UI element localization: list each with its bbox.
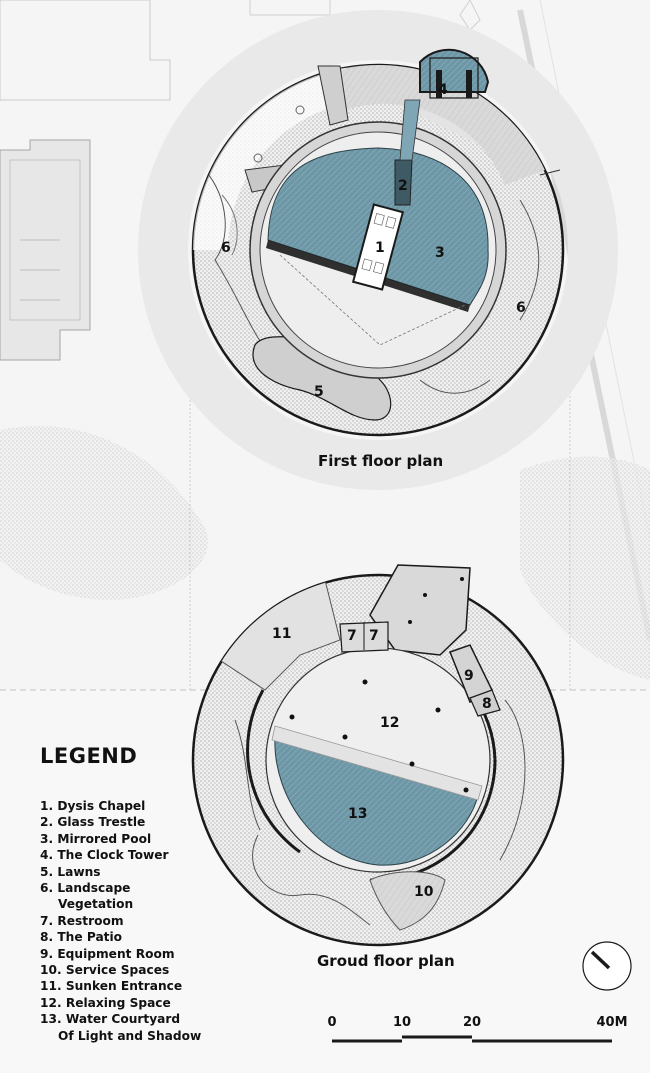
north-arrow-icon <box>582 941 632 991</box>
water-courtyard <box>274 735 479 866</box>
legend-title: LEGEND <box>40 744 138 768</box>
scale-bar <box>332 1035 612 1043</box>
legend-item: 5. Lawns <box>40 864 101 879</box>
first-floor-labels: 1 2 3 4 5 6 6 <box>221 82 526 400</box>
legend-item: 11. Sunken Entrance <box>40 979 183 994</box>
gf-label-restroom-b: 7 <box>369 628 379 644</box>
legend-item-continuation: Of Light and Shadow <box>58 1028 202 1043</box>
ff-label-clock-tower: 4 <box>438 82 448 98</box>
legend-item: 2. Glass Trestle <box>40 815 146 830</box>
legend-item: 6. Landscape <box>40 881 131 896</box>
ff-label-lawns: 5 <box>314 384 324 400</box>
scale-tick-20: 20 <box>462 1015 482 1030</box>
ground-floor-plan <box>191 564 565 947</box>
scale-tick-0: 0 <box>327 1015 337 1030</box>
gf-label-patio: 8 <box>482 696 492 712</box>
legend-item: 13. Water Courtyard <box>40 1012 181 1027</box>
legend-item: 12. Relaxing Space <box>40 995 171 1010</box>
ff-label-trestle: 2 <box>398 178 408 194</box>
ff-label-pool: 3 <box>435 245 445 261</box>
gf-label-service-spaces: 10 <box>414 884 434 900</box>
ground-floor-labels: 7 7 8 9 10 11 12 13 <box>272 626 492 900</box>
first-floor-caption: First floor plan <box>318 452 444 470</box>
legend-item: 1. Dysis Chapel <box>40 799 146 813</box>
first-floor-plan <box>191 48 565 437</box>
gf-label-restroom-a: 7 <box>347 628 357 644</box>
patio <box>469 689 501 717</box>
legend-item: 7. Restroom <box>40 913 124 928</box>
legend-item: 9. Equipment Room <box>40 946 175 961</box>
legend-item: 4. The Clock Tower <box>40 848 169 863</box>
gf-label-relaxing-space: 12 <box>380 715 399 731</box>
scale-tick-40m: 40M <box>596 1015 628 1030</box>
legend-item: 8. The Patio <box>40 930 123 945</box>
legend-item-continuation: Vegetation <box>58 897 134 912</box>
scale-tick-10: 10 <box>392 1015 412 1030</box>
legend-item: 10. Service Spaces <box>40 963 170 978</box>
gf-label-sunken-entrance: 11 <box>272 626 291 642</box>
ground-floor-caption: Groud floor plan <box>317 952 455 970</box>
gf-label-water-courtyard: 13 <box>348 806 367 822</box>
ff-label-chapel: 1 <box>375 240 385 256</box>
legend-item: 3. Mirrored Pool <box>40 831 152 846</box>
legend-list: 1. Dysis Chapel 2. Glass Trestle 3. Mirr… <box>40 798 201 1044</box>
ff-label-vegetation-west: 6 <box>221 240 231 256</box>
service-spaces <box>369 871 446 931</box>
ff-label-vegetation-east: 6 <box>516 300 526 316</box>
gf-label-equipment-room: 9 <box>464 668 474 684</box>
